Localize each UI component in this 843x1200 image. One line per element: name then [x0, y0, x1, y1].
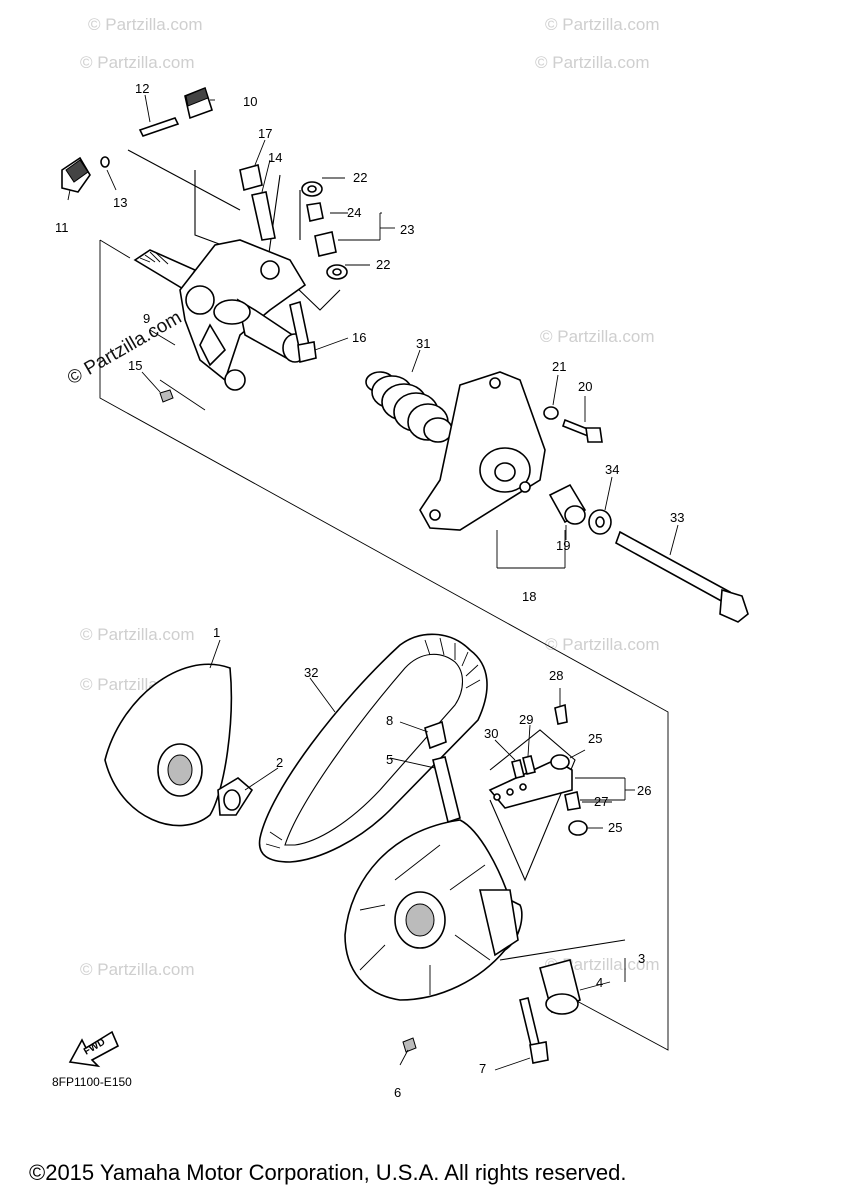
- collar-14: [251, 191, 276, 241]
- part-label-31: 31: [416, 336, 430, 351]
- bolt-28: [554, 703, 568, 725]
- roller-23: [314, 231, 337, 257]
- part-label-16: 16: [352, 330, 366, 345]
- copyright-notice: ©2015 Yamaha Motor Corporation, U.S.A. A…: [29, 1160, 626, 1185]
- nut-17: [239, 163, 263, 192]
- watermark-layer: © Partzilla.com © Partzilla.com © Partzi…: [64, 15, 660, 979]
- fixed-sheave-1: [104, 663, 233, 827]
- part-label-8: 8: [386, 713, 393, 728]
- part-label-10: 10: [243, 94, 257, 109]
- weight-assembly-26: [488, 703, 588, 836]
- part-label-6: 6: [394, 1085, 401, 1100]
- part-label-13: 13: [113, 195, 127, 210]
- watermark: © Partzilla.com: [545, 955, 660, 974]
- pin-6: [402, 1037, 417, 1053]
- part-label-23: 23: [400, 222, 414, 237]
- part-label-30: 30: [484, 726, 498, 741]
- part-label-33: 33: [670, 510, 684, 525]
- part-label-2: 2: [276, 755, 283, 770]
- part-label-5: 5: [386, 752, 393, 767]
- bolt-29: [522, 755, 536, 775]
- part-label-1: 1: [213, 625, 220, 640]
- watermark: © Partzilla.com: [540, 327, 655, 346]
- watermark: © Partzilla.com: [88, 15, 203, 34]
- part-label-12: 12: [135, 81, 149, 96]
- cap-assembly-18: [419, 371, 749, 623]
- roller-27: [564, 791, 581, 811]
- leader-lines: [67, 94, 679, 1071]
- part-label-19: 19: [556, 538, 570, 553]
- watermark: © Partzilla.com: [80, 960, 195, 979]
- moveable-sheave-assembly: [61, 86, 348, 403]
- part-label-9: 9: [143, 311, 150, 326]
- watermark: © Partzilla.com: [535, 53, 650, 72]
- drive-belt-32: [258, 633, 488, 863]
- watermark-main: © Partzilla.com: [64, 307, 185, 389]
- pin-15: [159, 389, 174, 403]
- part-label-26: 26: [637, 783, 651, 798]
- part-label-15: 15: [128, 358, 142, 373]
- collar-5: [432, 756, 461, 824]
- part-label-3: 3: [638, 951, 645, 966]
- bolt-7: [519, 997, 541, 1051]
- part-label-22: 22: [353, 170, 367, 185]
- part-labels: 1 2 3 4 5 6 7 8 9 10 11 12 13 14 15 16 1…: [55, 81, 684, 1100]
- watermark: © Partzilla.com: [545, 635, 660, 654]
- watermark: © Partzilla.com: [80, 53, 195, 72]
- part-label-32: 32: [304, 665, 318, 680]
- part-label-4: 4: [596, 975, 603, 990]
- bushing-2: [217, 777, 254, 816]
- spring-31: [365, 371, 453, 443]
- moveable-sheave-3: [344, 720, 581, 1064]
- part-label-25: 25: [588, 731, 602, 746]
- part-label-29: 29: [519, 712, 533, 727]
- part-label-24: 24: [347, 205, 361, 220]
- watermark: © Partzilla.com: [545, 15, 660, 34]
- collar-24: [306, 202, 324, 222]
- part-label-20: 20: [578, 379, 592, 394]
- part-label-18: 18: [522, 589, 536, 604]
- watermark: © Partzilla.com: [80, 625, 195, 644]
- fwd-arrow: FWD: [68, 1030, 120, 1068]
- washer-21: [543, 406, 559, 420]
- part-label-22b: 22: [376, 257, 390, 272]
- part-label-21: 21: [552, 359, 566, 374]
- nut-8: [424, 720, 447, 750]
- part-label-27: 27: [594, 794, 608, 809]
- washer-25: [568, 820, 588, 836]
- part-label-11: 11: [55, 220, 69, 235]
- diagram-code: 8FP1100-E150: [52, 1075, 132, 1089]
- part-label-17: 17: [258, 126, 272, 141]
- part-label-14: 14: [268, 150, 282, 165]
- o-ring-13: [100, 156, 110, 168]
- part-label-28: 28: [549, 668, 563, 683]
- part-label-25b: 25: [608, 820, 622, 835]
- part-label-34: 34: [605, 462, 619, 477]
- part-label-7: 7: [479, 1061, 486, 1076]
- pin-12: [138, 117, 180, 137]
- washer-25: [550, 754, 570, 770]
- bolt-30: [511, 759, 525, 779]
